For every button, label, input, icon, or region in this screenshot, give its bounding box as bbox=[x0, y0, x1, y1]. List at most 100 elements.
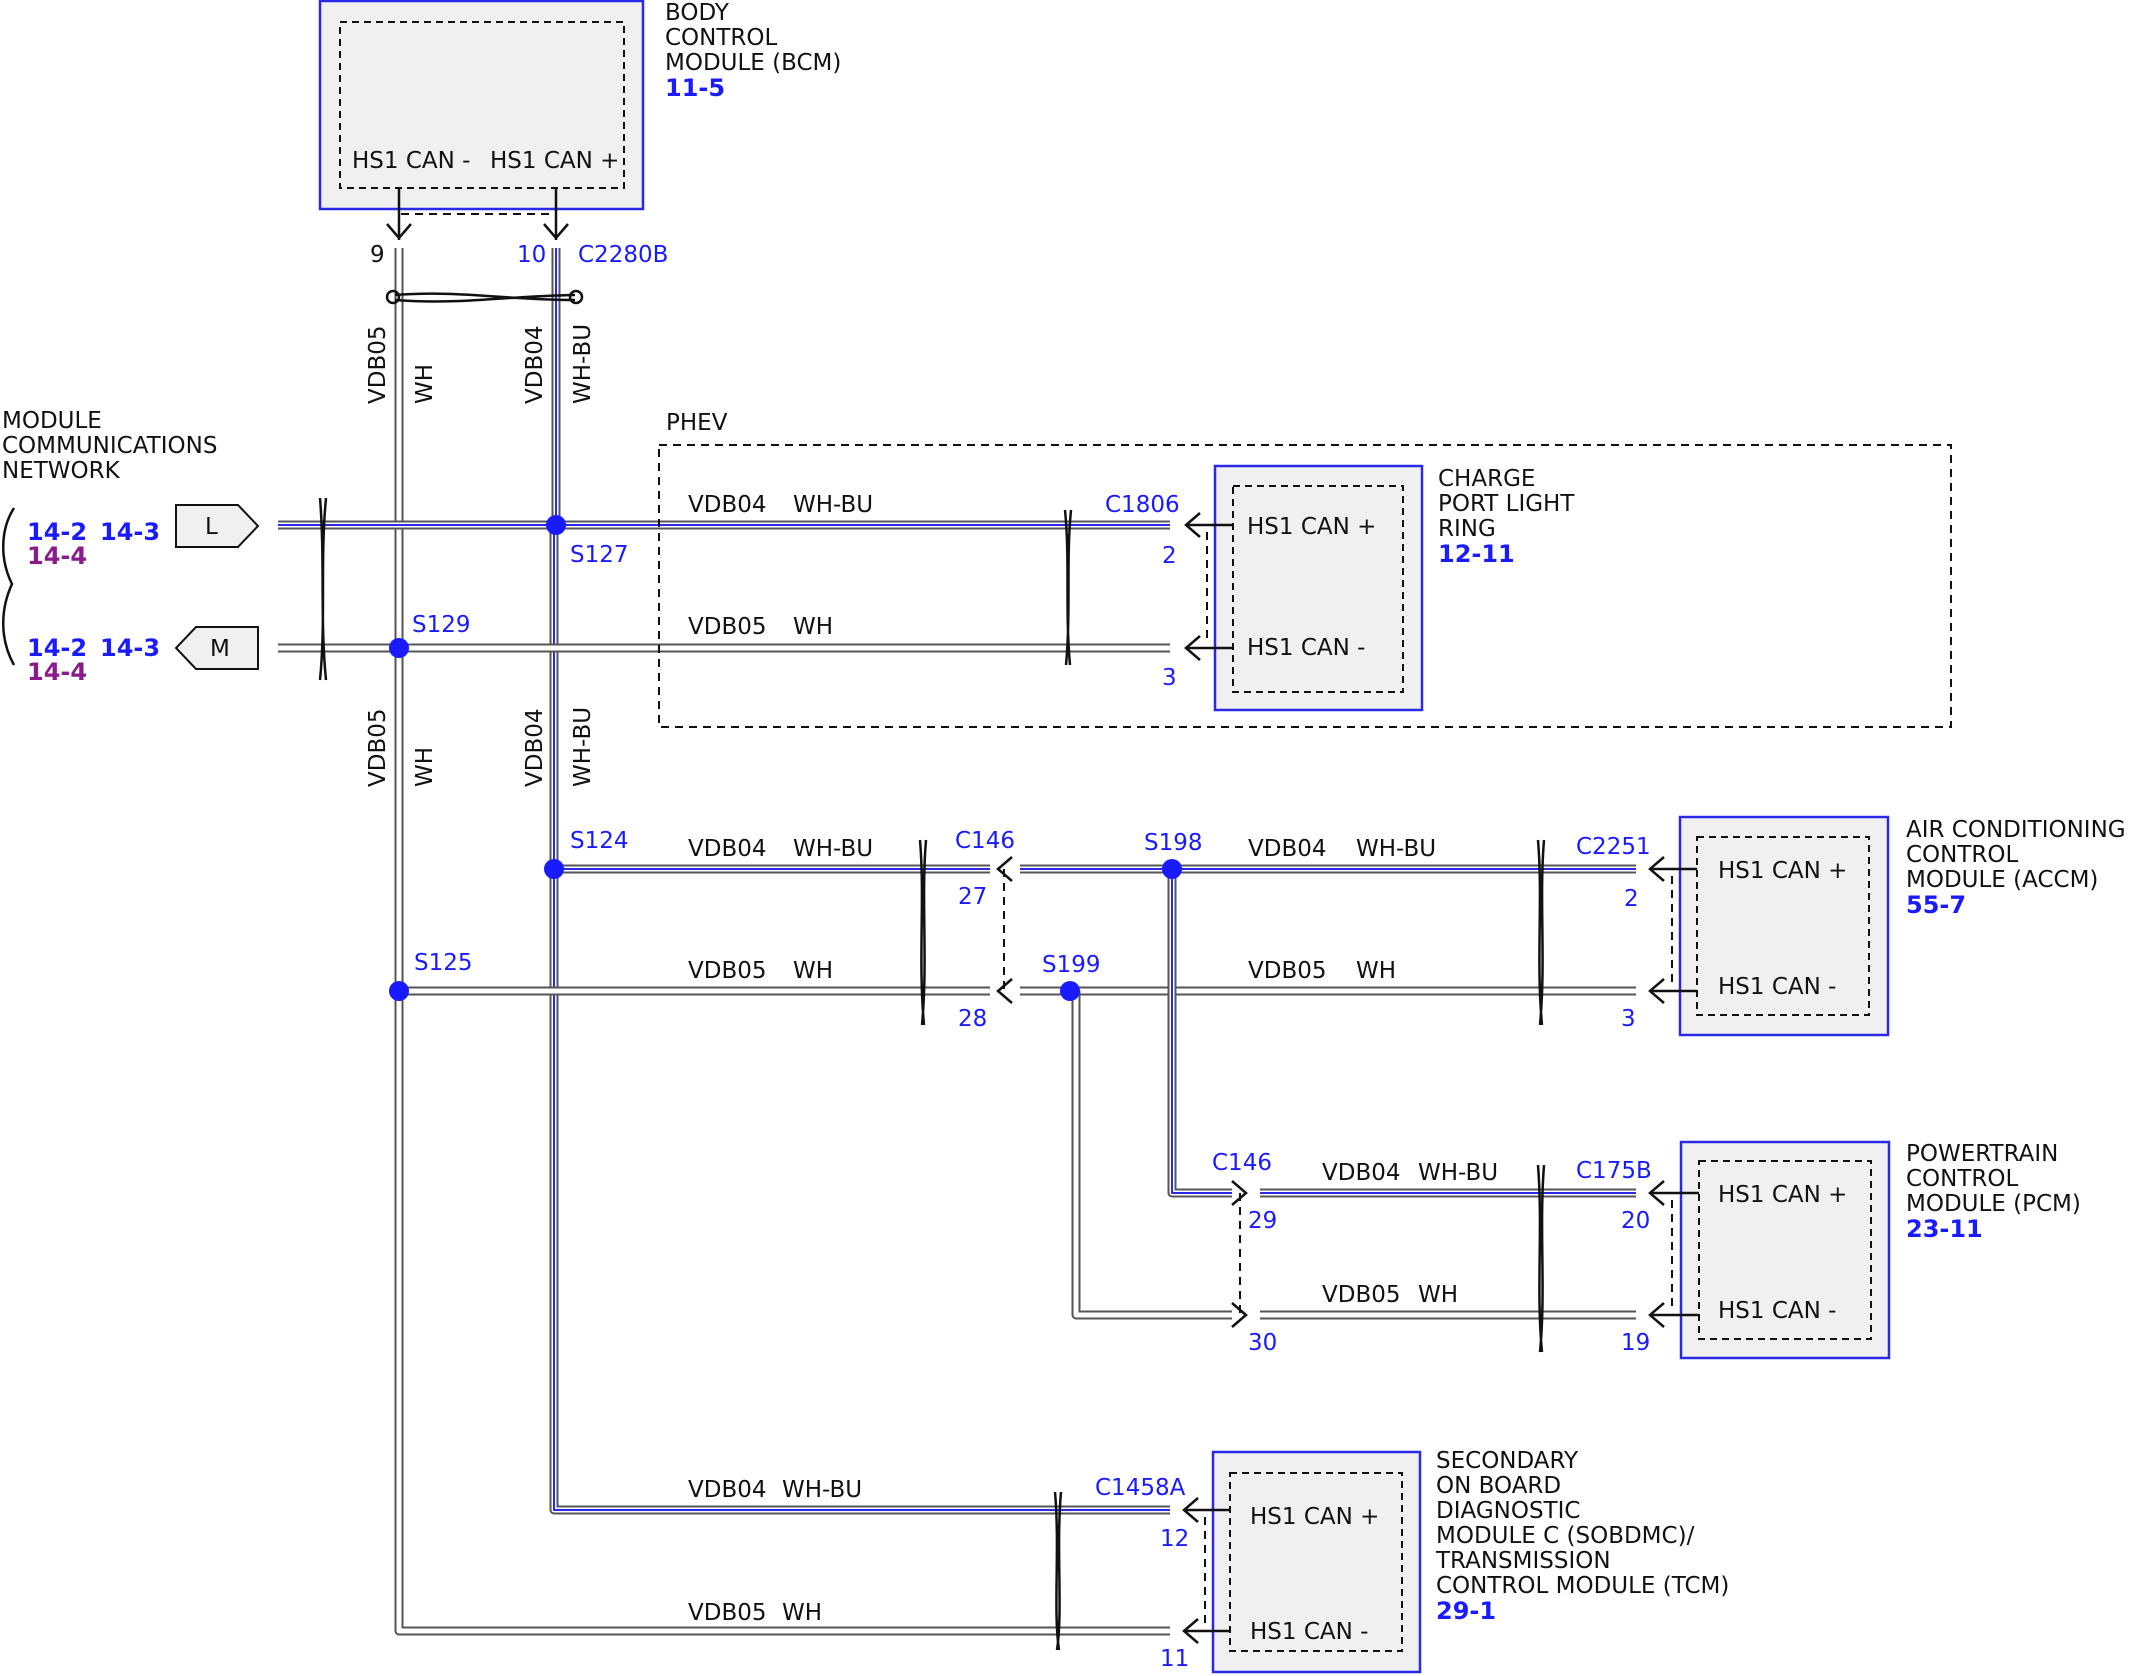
connector-c146-upper: C146 27 28 bbox=[955, 828, 1015, 1032]
pcm-pin-20: 20 bbox=[1621, 1208, 1650, 1234]
pcm-arrow-minus bbox=[1648, 1302, 1665, 1328]
c146-arrow-27 bbox=[996, 856, 1013, 882]
pcm-pin-minus-label: HS1 CAN - bbox=[1718, 1298, 1836, 1324]
accm-arrow-minus bbox=[1648, 978, 1665, 1004]
twist-end bbox=[385, 289, 401, 305]
bcm-pin-plus-label: HS1 CAN + bbox=[490, 148, 619, 174]
wire-vdb05-trunk bbox=[394, 248, 1170, 1636]
c146-pin-30: 30 bbox=[1248, 1330, 1277, 1356]
label-wh-accm: WH bbox=[1356, 958, 1396, 984]
module-communications-network: MODULE COMMUNICATIONS NETWORK 14-2 14-3 … bbox=[2, 408, 260, 686]
cplr-inner bbox=[1232, 485, 1404, 693]
splice-s124 bbox=[544, 859, 564, 879]
label-vdb04-accm: VDB04 bbox=[1248, 836, 1327, 862]
pcm-name-3: MODULE (PCM) bbox=[1906, 1191, 2081, 1217]
connector-c1806: C1806 bbox=[1105, 492, 1180, 518]
label-vdb04-c146: VDB04 bbox=[688, 836, 767, 862]
network-title-2: COMMUNICATIONS bbox=[2, 433, 217, 459]
splice-label-s124: S124 bbox=[570, 828, 629, 854]
connector-c175b: C175B bbox=[1576, 1158, 1652, 1184]
label-vdb05-accm: VDB05 bbox=[1248, 958, 1327, 984]
label-whbu-accm: WH-BU bbox=[1356, 836, 1436, 862]
label-wh-top: WH bbox=[412, 364, 438, 404]
twist-bcm bbox=[394, 292, 576, 303]
c146-arrow-28 bbox=[996, 978, 1013, 1004]
network-ref-l3: 14-4 bbox=[27, 542, 87, 570]
label-vdb05-mid: VDB05 bbox=[365, 709, 391, 788]
twist-end bbox=[568, 289, 584, 305]
accm-box bbox=[1678, 815, 1890, 1037]
splice-label-s198: S198 bbox=[1144, 830, 1203, 856]
twist-network bbox=[318, 497, 328, 681]
network-ref-m2: 14-3 bbox=[100, 634, 160, 662]
label-wh-tcm: WH bbox=[782, 1600, 822, 1626]
connector-m bbox=[174, 626, 259, 670]
bcm-box bbox=[318, 0, 645, 211]
connector-m-label: M bbox=[210, 636, 230, 662]
c146-pin-28: 28 bbox=[958, 1006, 987, 1032]
cplr-name-1: CHARGE bbox=[1438, 466, 1535, 492]
label-vdb04-pcm: VDB04 bbox=[1322, 1160, 1401, 1186]
splice-s125 bbox=[389, 981, 409, 1001]
label-whbu-pcm: WH-BU bbox=[1418, 1160, 1498, 1186]
cplr-name-3: RING bbox=[1438, 516, 1496, 542]
label-wh-c146: WH bbox=[793, 958, 833, 984]
network-ref-m3: 14-4 bbox=[27, 658, 87, 686]
accm-name-2: CONTROL bbox=[1906, 842, 2019, 868]
label-vdb05-c146: VDB05 bbox=[688, 958, 767, 984]
twist-c146 bbox=[918, 839, 928, 1026]
pcm-name-1: POWERTRAIN bbox=[1906, 1141, 2058, 1167]
phev-boundary bbox=[658, 444, 1952, 728]
c146-pin-29: 29 bbox=[1248, 1208, 1277, 1234]
accm-name-3: MODULE (ACCM) bbox=[1906, 867, 2098, 893]
twist-accm bbox=[1536, 839, 1546, 1026]
cplr-name-2: PORT LIGHT bbox=[1438, 491, 1575, 517]
tcm-name-5: TRANSMISSION bbox=[1435, 1548, 1611, 1574]
network-title-1: MODULE bbox=[2, 408, 102, 434]
label-wh-mid: WH bbox=[412, 747, 438, 787]
connector-l-label: L bbox=[205, 514, 218, 540]
pcm-module: HS1 CAN + HS1 CAN - POWERTRAIN CONTROL M… bbox=[1576, 1140, 2081, 1360]
tcm-name-2: ON BOARD bbox=[1436, 1473, 1561, 1499]
splices bbox=[389, 515, 1182, 1001]
twist-cplr bbox=[1063, 509, 1073, 666]
network-title-3: NETWORK bbox=[2, 458, 121, 484]
network-ref-l1: 14-2 bbox=[27, 518, 87, 546]
label-whbu-cplr: WH-BU bbox=[793, 492, 873, 518]
accm-pin-2: 2 bbox=[1624, 886, 1639, 912]
connector-c146-label-2: C146 bbox=[1212, 1150, 1272, 1176]
network-ref-l2: 14-3 bbox=[100, 518, 160, 546]
bcm-arrow-minus bbox=[386, 223, 412, 240]
accm-inner bbox=[1696, 836, 1870, 1016]
bcm-ref: 11-5 bbox=[665, 74, 725, 102]
pcm-pin-19: 19 bbox=[1621, 1330, 1650, 1356]
label-whbu-tcm: WH-BU bbox=[782, 1477, 862, 1503]
horizontal-wire-labels: VDB04 WH-BU VDB05 WH VDB04 WH-BU VDB05 W… bbox=[688, 492, 1498, 1626]
c146-pin-27: 27 bbox=[958, 884, 987, 910]
wire-vdb04-s198-down bbox=[1167, 869, 1232, 1198]
connector-c146-label-1: C146 bbox=[955, 828, 1015, 854]
accm-ref: 55-7 bbox=[1906, 891, 1966, 919]
cplr-box bbox=[1213, 464, 1424, 712]
splice-label-s129: S129 bbox=[412, 612, 471, 638]
tcm-name-1: SECONDARY bbox=[1436, 1448, 1579, 1474]
bcm-arrow-plus bbox=[543, 223, 569, 240]
pcm-name-2: CONTROL bbox=[1906, 1166, 2019, 1192]
phev-label: PHEV bbox=[666, 410, 728, 436]
bcm-pin-10: 10 bbox=[517, 242, 546, 268]
tcm-ref: 29-1 bbox=[1436, 1597, 1496, 1625]
connector-c2280b: C2280B bbox=[578, 242, 668, 268]
bcm-inner bbox=[339, 21, 625, 189]
tcm-pin-11: 11 bbox=[1160, 1646, 1189, 1672]
tcm-pin-12: 12 bbox=[1160, 1526, 1189, 1552]
c146-arrow-29 bbox=[1231, 1180, 1248, 1206]
vertical-wire-labels: VDB05 WH VDB04 WH-BU VDB05 WH VDB04 WH-B… bbox=[365, 324, 596, 787]
label-vdb04-tcm: VDB04 bbox=[688, 1477, 767, 1503]
tcm-pin-minus-label: HS1 CAN - bbox=[1250, 1619, 1368, 1645]
tcm-arrow-plus bbox=[1182, 1497, 1199, 1523]
splice-label-s125: S125 bbox=[414, 950, 473, 976]
bcm-module: HS1 CAN - HS1 CAN + BODY CONTROL MODULE … bbox=[318, 0, 841, 268]
bcm-name-3: MODULE (BCM) bbox=[665, 50, 841, 76]
cplr-arrow-plus bbox=[1184, 512, 1201, 538]
pcm-arrow-plus bbox=[1648, 1180, 1665, 1206]
